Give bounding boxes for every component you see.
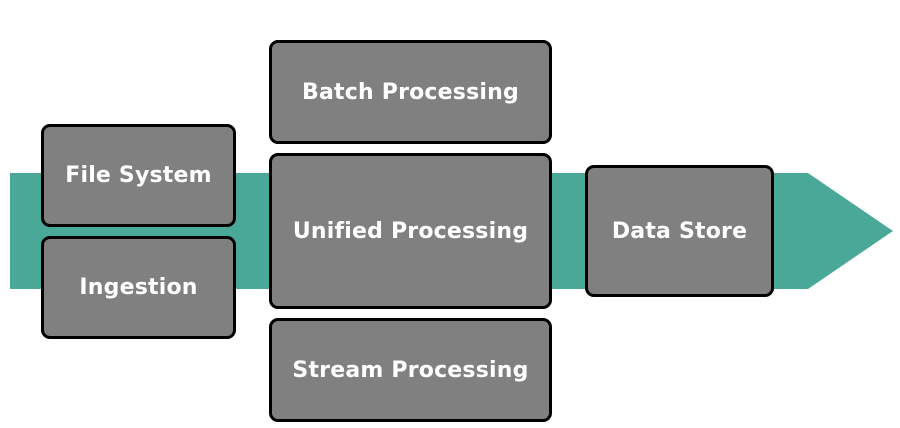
- data-store-box: Data Store: [585, 165, 774, 297]
- batch-processing-label: Batch Processing: [302, 79, 519, 105]
- file-system-box: File System: [41, 124, 236, 227]
- unified-processing-box: Unified Processing: [269, 153, 552, 309]
- batch-processing-box: Batch Processing: [269, 40, 552, 144]
- ingestion-label: Ingestion: [79, 275, 198, 300]
- stream-processing-box: Stream Processing: [269, 318, 552, 422]
- unified-processing-label: Unified Processing: [292, 218, 529, 244]
- ingestion-box: Ingestion: [41, 236, 236, 339]
- data-store-label: Data Store: [611, 218, 748, 244]
- stream-processing-label: Stream Processing: [292, 357, 529, 383]
- file-system-label: File System: [65, 163, 212, 188]
